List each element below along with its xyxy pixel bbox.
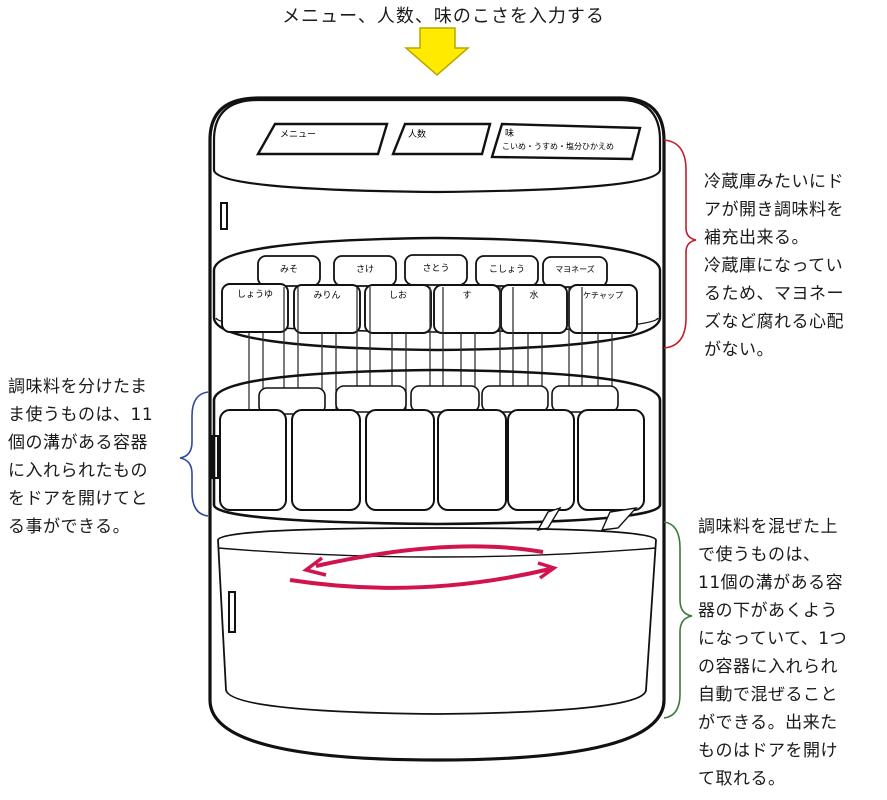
svg-text:みりん: みりん — [313, 290, 340, 301]
note-refill-description: 冷蔵庫みたいにド アが開き調味料を 補充出来る。 冷蔵庫になってい るため、マヨ… — [704, 172, 844, 360]
taste-options: こいめ・うすめ・塩分ひかえめ — [502, 141, 614, 151]
container-soy-sauce: しょうゆ — [221, 283, 289, 333]
menu-label: メニュー — [280, 130, 316, 140]
input-arrow — [403, 27, 471, 76]
container-miso: みそ — [257, 255, 321, 287]
top-caption: メニュー、人数、味のこさを入力する — [282, 6, 605, 27]
mixing-compartment — [217, 527, 657, 715]
svg-text:みそ: みそ — [280, 264, 298, 275]
svg-text:さとう: さとう — [422, 263, 449, 274]
container-mayonnaise: マヨネーズ — [542, 256, 608, 288]
brace-left — [179, 391, 209, 517]
middle-back-containers — [258, 385, 619, 415]
note-mixing-description: 調味料を混ぜた上 で使うものは、 11個の溝がある容 器の下があくよう になって… — [698, 517, 848, 789]
container-mirin: みりん — [293, 284, 361, 334]
container-sake: さけ — [333, 255, 397, 287]
svg-text:マヨネーズ: マヨネーズ — [555, 264, 595, 274]
svg-text:水: 水 — [529, 289, 538, 301]
svg-text:しお: しお — [389, 290, 407, 301]
people-input[interactable] — [391, 122, 492, 156]
taste-input[interactable] — [490, 122, 642, 161]
container-sugar: さとう — [404, 254, 468, 286]
note-separate-use-description: 調味料を分けたま ま使うものは、11 個の溝がある容器 に入れられたもの をドア… — [8, 377, 154, 537]
container-water: 水 — [500, 284, 568, 334]
taste-label: 味 — [505, 127, 514, 139]
back-row-containers: みそ さけ さとう こしょう マヨネーズ — [257, 254, 608, 288]
middle-shelf — [212, 368, 662, 526]
upper-shelf — [212, 236, 662, 352]
svg-text:こしょう: こしょう — [489, 264, 525, 275]
svg-text:ケチャップ: ケチャップ — [583, 291, 623, 300]
people-label: 人数 — [408, 128, 426, 140]
svg-text:しょうゆ: しょうゆ — [237, 289, 273, 300]
mixing-arrows — [289, 544, 558, 590]
mixing-bowl-line — [217, 547, 657, 558]
svg-text:さけ: さけ — [356, 264, 374, 275]
svg-text:す: す — [462, 290, 471, 301]
brace-right-top — [663, 139, 697, 349]
middle-front-containers — [219, 409, 645, 511]
brace-right-bottom — [663, 521, 693, 719]
container-ketchup: ケチャップ — [568, 284, 638, 334]
container-salt: しお — [364, 284, 432, 334]
outlet-spouts — [536, 506, 638, 531]
upper-door-handle[interactable] — [220, 202, 228, 230]
container-pepper: こしょう — [475, 255, 539, 287]
container-vinegar: す — [433, 284, 501, 334]
lower-door-handle[interactable] — [228, 591, 236, 633]
menu-input[interactable] — [255, 122, 389, 156]
top-panel — [212, 98, 662, 194]
